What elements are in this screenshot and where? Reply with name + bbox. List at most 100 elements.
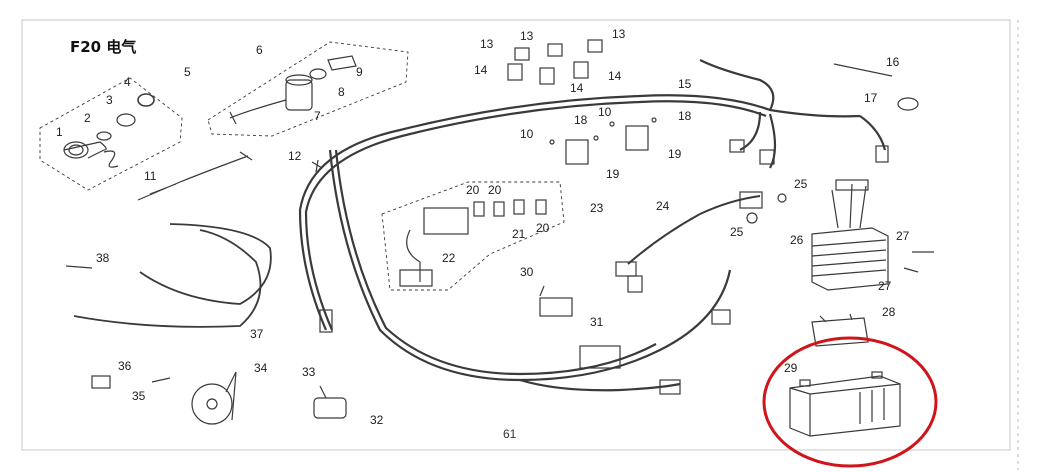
callout-27a: 27 xyxy=(896,229,910,243)
socket-part-1 xyxy=(63,141,107,159)
callout-11: 11 xyxy=(144,169,157,183)
ignition-switch-part-7 xyxy=(229,74,313,125)
screw-part-18 xyxy=(593,135,599,141)
connector-block xyxy=(759,149,775,165)
connector-block xyxy=(729,139,745,153)
diagram-title: F20 电气 xyxy=(70,38,136,56)
bracket-part-28 xyxy=(811,313,869,347)
battery-part-29 xyxy=(789,371,901,437)
callout-16: 16 xyxy=(886,55,900,69)
callout-27b: 27 xyxy=(878,279,892,293)
callout-22: 22 xyxy=(442,251,456,265)
callout-19a: 19 xyxy=(606,167,620,181)
relay-part-19 xyxy=(625,125,649,151)
main-harness-part-15 xyxy=(298,59,887,392)
callout-18b: 18 xyxy=(678,109,692,123)
relay-part-13 xyxy=(587,39,603,53)
callout-14a: 14 xyxy=(474,63,488,77)
callout-30: 30 xyxy=(520,265,534,279)
callout-29: 29 xyxy=(784,361,798,375)
connector-24 xyxy=(615,261,637,277)
callout-31: 31 xyxy=(590,315,604,329)
connector-24 xyxy=(627,275,643,293)
grommet-part-25 xyxy=(746,212,758,224)
socket-cable xyxy=(103,150,119,168)
callout-2: 2 xyxy=(84,111,91,125)
group-box-6-9 xyxy=(207,41,409,137)
rod-part-16 xyxy=(833,63,893,77)
connector-block xyxy=(711,309,731,325)
bolt-part-27 xyxy=(903,251,934,273)
relay-part-14 xyxy=(507,63,523,81)
screw-part-18 xyxy=(651,117,657,123)
callout-4: 4 xyxy=(124,75,131,89)
callout-33: 33 xyxy=(302,365,316,379)
callout-26: 26 xyxy=(790,233,804,247)
ring-part-8 xyxy=(309,68,327,80)
screw-part-10 xyxy=(549,139,555,145)
callout-10a: 10 xyxy=(520,127,534,141)
callout-19b: 19 xyxy=(668,147,682,161)
callout-36: 36 xyxy=(118,359,132,373)
screw-part-10 xyxy=(609,121,615,127)
callout-25b: 25 xyxy=(730,225,744,239)
callout-5: 5 xyxy=(184,65,191,79)
callout-12: 12 xyxy=(288,149,302,163)
callout-13c: 13 xyxy=(612,27,626,41)
sensor-part-11 xyxy=(137,151,253,201)
callout-6: 6 xyxy=(256,43,263,57)
nut-part-4 xyxy=(137,93,155,107)
callout-8: 8 xyxy=(338,85,345,99)
relay-part-13 xyxy=(547,43,563,57)
group-box-1-5 xyxy=(39,77,183,191)
callout-13b: 13 xyxy=(520,29,534,43)
horn-center xyxy=(206,398,218,410)
sensor-cable-30 xyxy=(539,285,545,297)
callout-13a: 13 xyxy=(480,37,494,51)
callout-9: 9 xyxy=(356,65,363,79)
grommet-part-25 xyxy=(777,193,787,203)
relay-part-13 xyxy=(514,47,530,61)
relay-part-14 xyxy=(539,67,555,85)
callout-10b: 10 xyxy=(598,105,612,119)
callout-24: 24 xyxy=(656,199,670,213)
connector-24 xyxy=(739,191,763,209)
callout-3: 3 xyxy=(106,93,113,107)
regulator-part-26 xyxy=(811,179,889,291)
callout-32: 32 xyxy=(370,413,384,427)
page-number: 61 xyxy=(503,427,517,441)
diagram-frame xyxy=(21,19,1011,451)
callout-21: 21 xyxy=(512,227,526,241)
callout-23: 23 xyxy=(590,201,604,215)
fuse-part-20 xyxy=(473,201,485,217)
ring-part-3 xyxy=(116,113,136,127)
connector-block xyxy=(579,345,621,369)
callout-14b: 14 xyxy=(570,81,584,95)
switch-part-32 xyxy=(313,397,347,419)
fuse-box-part-22 xyxy=(399,207,469,287)
sensor-part-31 xyxy=(539,297,573,317)
callout-35: 35 xyxy=(132,389,146,403)
callout-20b: 20 xyxy=(488,183,502,197)
cable-part-33 xyxy=(319,385,327,399)
callout-20a: 20 xyxy=(466,183,480,197)
washer-part-2 xyxy=(96,131,112,141)
fuse-part-20 xyxy=(535,199,547,215)
fuse-part-20 xyxy=(493,201,505,217)
harness-part-37 xyxy=(73,223,272,328)
callout-25a: 25 xyxy=(794,177,808,191)
callout-37: 37 xyxy=(250,327,264,341)
callout-17: 17 xyxy=(864,91,878,105)
bolt-part-35 xyxy=(151,377,171,383)
callout-34: 34 xyxy=(254,361,268,375)
callout-7: 7 xyxy=(314,109,321,123)
horn-bracket xyxy=(225,371,237,421)
bulb-part-36 xyxy=(91,375,111,389)
clamp-part-17 xyxy=(897,97,919,111)
highlight-circle xyxy=(762,336,938,468)
callout-38: 38 xyxy=(96,251,110,265)
relay-part-14 xyxy=(573,61,589,79)
callout-28: 28 xyxy=(882,305,896,319)
horn-part-34 xyxy=(191,383,233,425)
